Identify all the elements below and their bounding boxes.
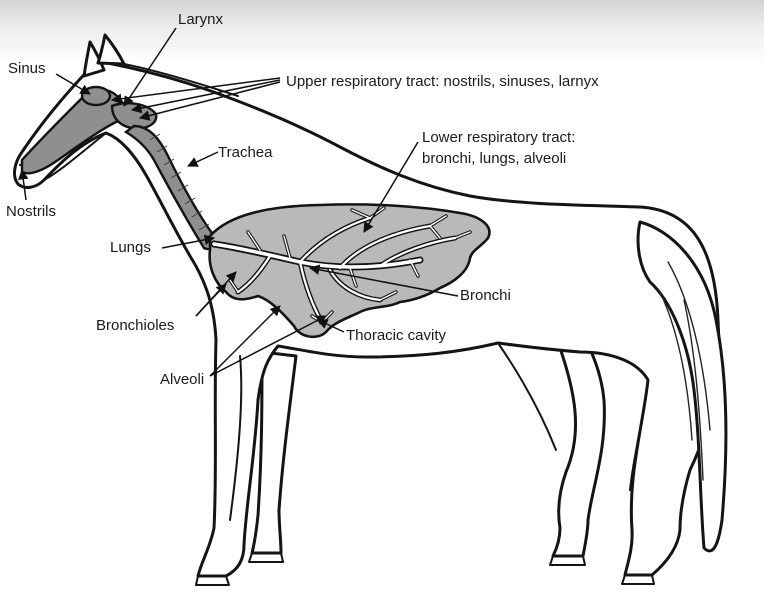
leader-alveoli-1 xyxy=(209,305,281,377)
hoof-hind-near xyxy=(621,574,655,585)
label-larynx: Larynx xyxy=(178,11,224,28)
tail-hair-1 xyxy=(667,261,711,431)
hoof-front-near xyxy=(195,575,230,586)
label-alveoli: Alveoli xyxy=(160,371,204,388)
label-upper-tract: Upper respiratory tract: nostrils, sinus… xyxy=(286,73,599,90)
hoof-front-far xyxy=(248,552,284,563)
label-lower-tract-line1: Lower respiratory tract: xyxy=(422,129,575,146)
leader-bronchioles-2 xyxy=(195,271,237,317)
leader-trachea xyxy=(187,151,219,167)
stifle-line xyxy=(497,342,557,451)
tail-hair-2 xyxy=(683,299,704,481)
tail-hair-3 xyxy=(659,291,693,441)
leader-upper-3 xyxy=(138,81,281,121)
leader-upper-2 xyxy=(130,79,281,114)
ear-right xyxy=(96,33,126,66)
label-lungs: Lungs xyxy=(110,239,151,256)
horse-body xyxy=(13,59,721,578)
leader-lower-tract xyxy=(363,141,419,233)
jaw-line xyxy=(43,132,107,181)
far-hindleg xyxy=(551,342,606,558)
leader-larynx xyxy=(123,27,177,107)
leader-lungs xyxy=(161,234,216,249)
leader-lines xyxy=(18,27,459,377)
label-thoracic-cavity: Thoracic cavity xyxy=(346,327,447,344)
label-lower-tract-line2: bronchi, lungs, alveoli xyxy=(422,150,566,167)
leader-nostrils xyxy=(18,168,29,201)
leader-upper-1 xyxy=(110,77,281,104)
sinus-region xyxy=(80,85,112,107)
hoof-hind-far xyxy=(549,555,586,566)
bronchial-tree xyxy=(210,206,472,325)
leader-bronchi xyxy=(308,264,459,297)
label-sinus: Sinus xyxy=(8,60,46,77)
top-shading xyxy=(0,0,764,62)
label-bronchioles: Bronchioles xyxy=(96,317,174,334)
label-bronchi: Bronchi xyxy=(460,287,511,304)
tail xyxy=(636,220,728,553)
horse-outline xyxy=(13,33,728,586)
leader-alveoli-2 xyxy=(209,315,327,377)
hock-line xyxy=(629,429,641,491)
label-trachea: Trachea xyxy=(218,144,273,161)
label-nostrils: Nostrils xyxy=(6,203,56,220)
respiratory-system xyxy=(20,85,491,339)
labels: Larynx Sinus Upper respiratory tract: no… xyxy=(6,11,599,388)
leader-sinus xyxy=(55,73,91,95)
foreleg-line xyxy=(229,355,243,521)
